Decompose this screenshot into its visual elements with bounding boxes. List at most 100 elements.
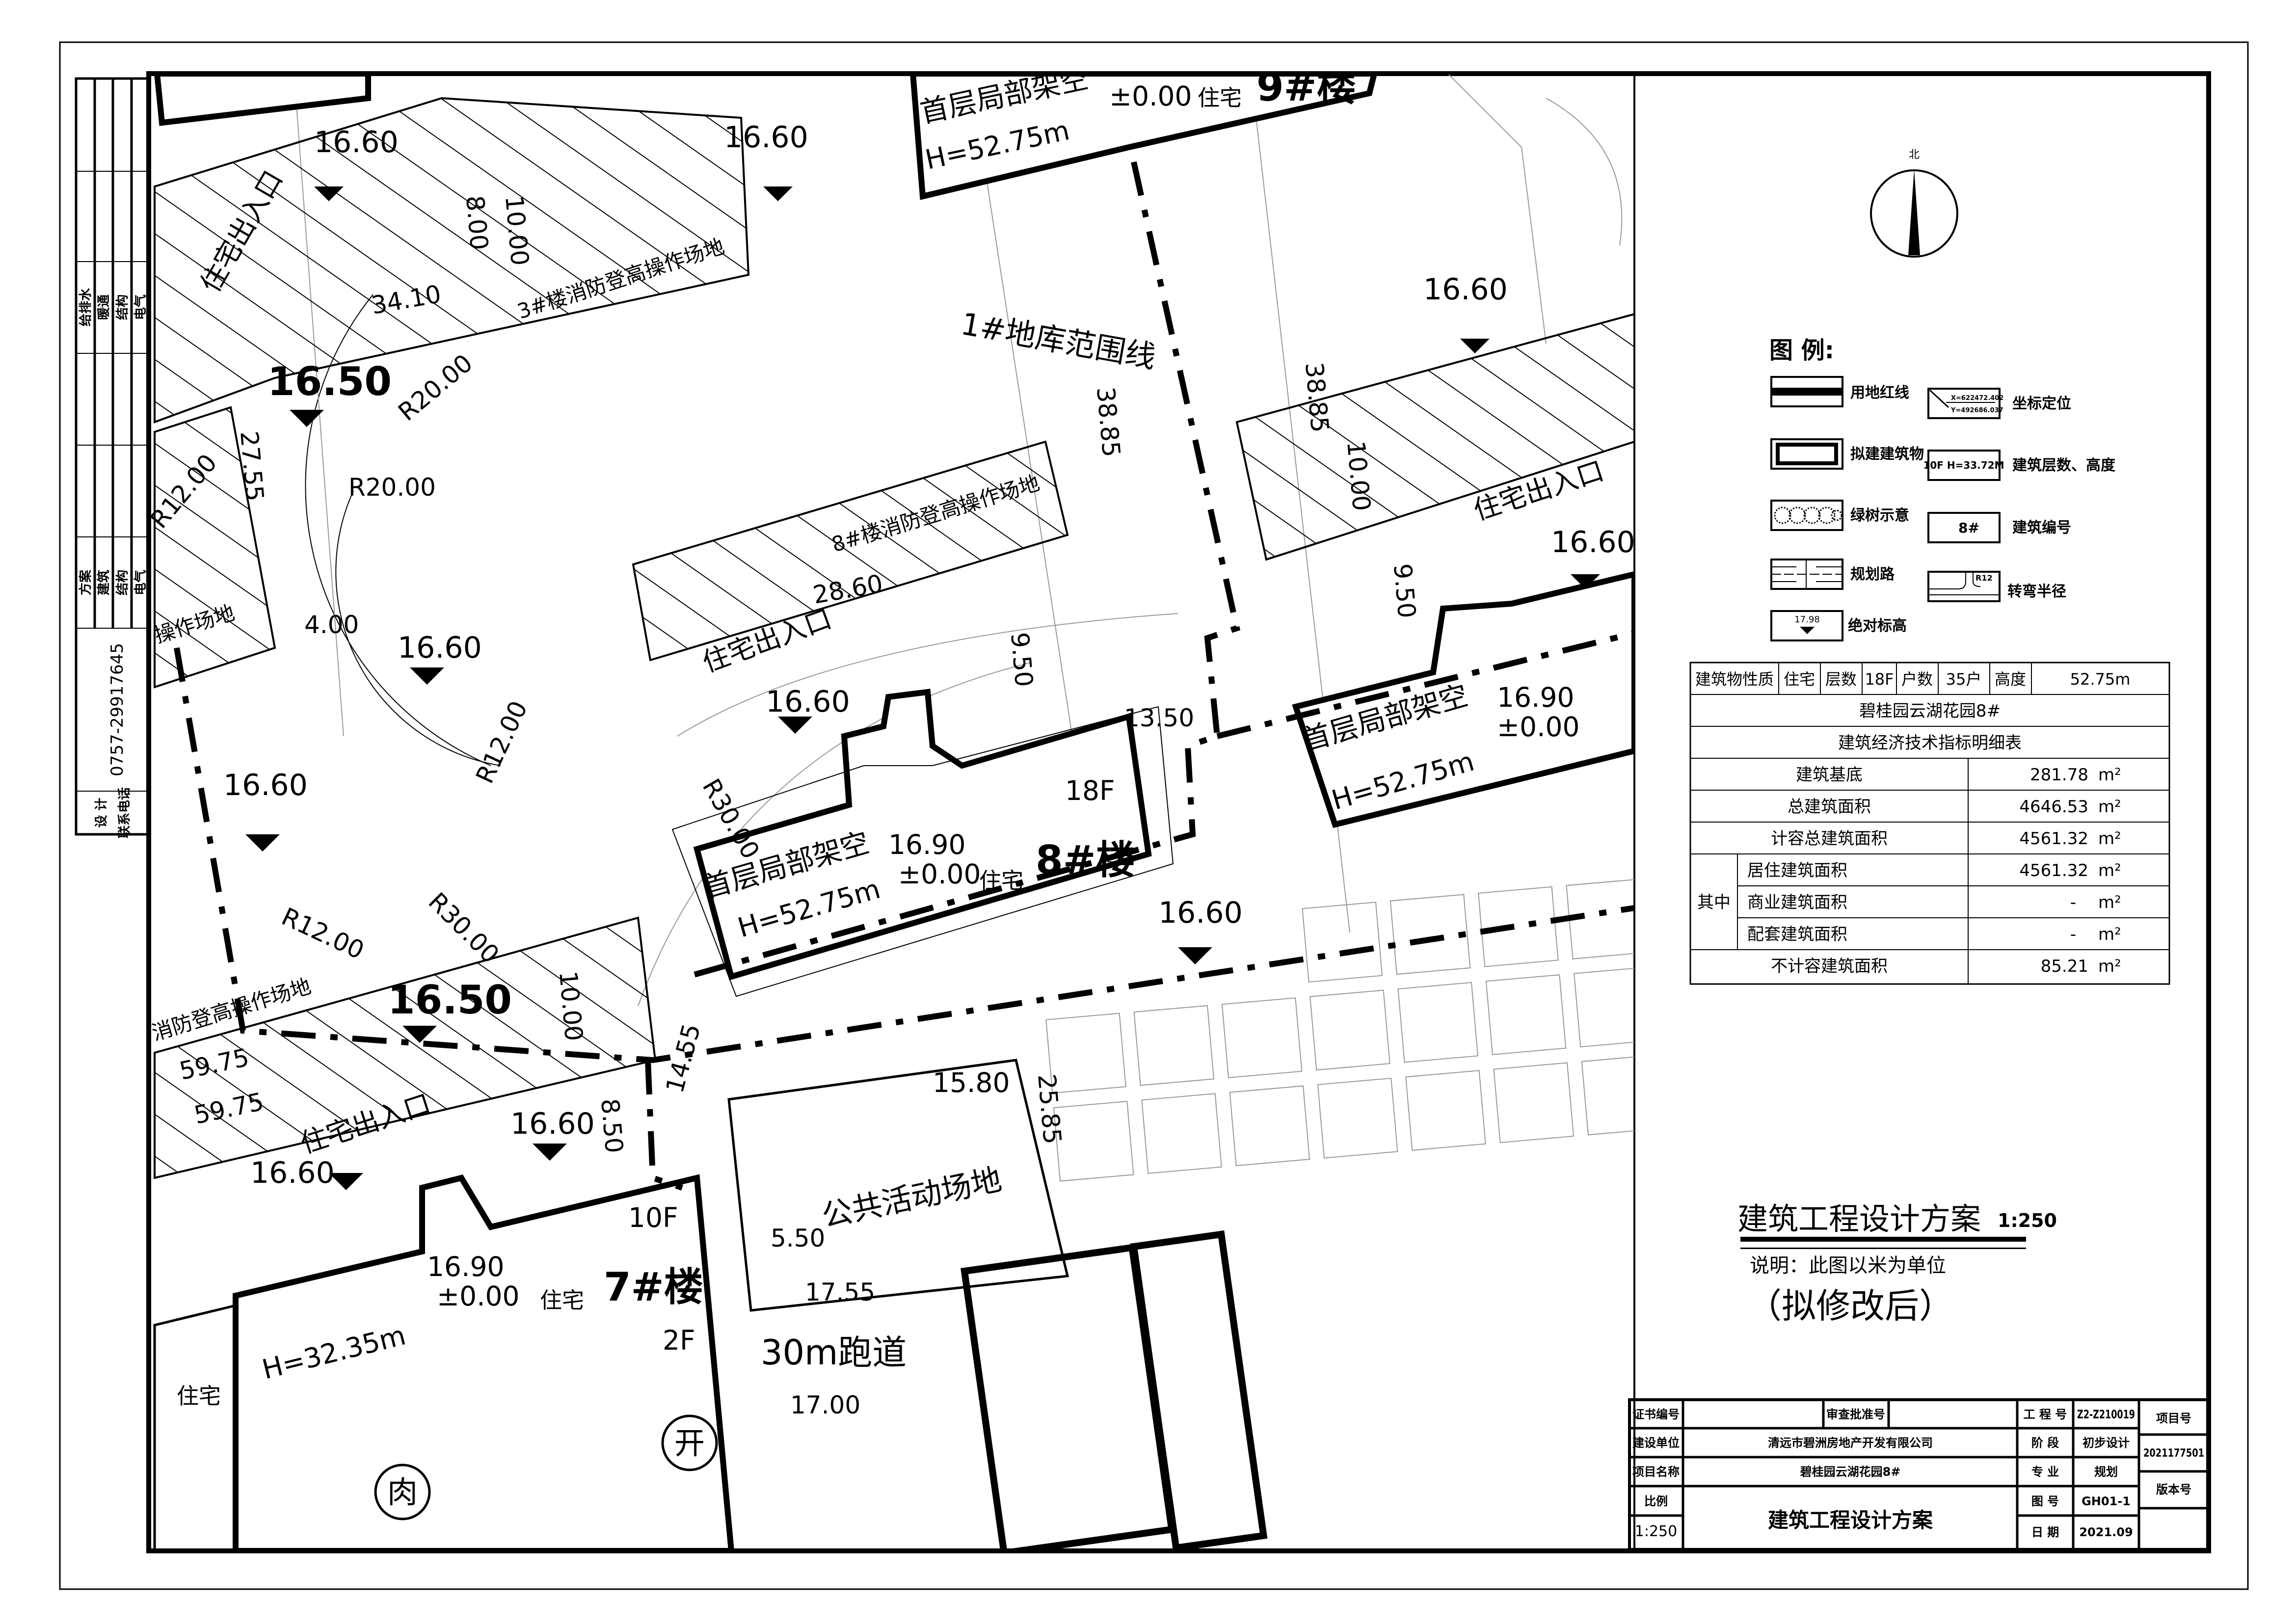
- public-activity-area: [727, 1059, 1069, 1312]
- turn-radius-swatch: [1927, 571, 2001, 602]
- basement-boundary-line: [686, 161, 1241, 980]
- drawing-scale: 1:250: [1998, 1210, 2057, 1231]
- dimension-label: 9.50: [1388, 562, 1421, 619]
- dimension-label: 38.85: [1300, 361, 1334, 434]
- elev-label: 16.60: [398, 631, 482, 665]
- legend-label: 绿树示意: [1850, 507, 1909, 524]
- row-value: 281.78: [2030, 765, 2088, 785]
- stage: 初步设计: [2082, 1436, 2130, 1450]
- unit-note: 说明：此图以米为单位: [1750, 1254, 1946, 1277]
- group-label: 其中: [1697, 893, 1731, 912]
- design-label: 设 计: [94, 798, 109, 827]
- elev-label: 16.60: [314, 125, 399, 160]
- public-area-label: 公共活动场地: [819, 1161, 1005, 1234]
- unit: m²: [2098, 925, 2121, 944]
- use-label: 住宅: [540, 1287, 584, 1313]
- gate-open-symbol: [661, 1414, 718, 1471]
- elev-label: 16.60: [510, 1107, 595, 1141]
- fire-area-left: [154, 406, 276, 689]
- row-label: 建筑基底: [1796, 765, 1863, 785]
- building-9-label: 9#楼: [1256, 64, 1356, 110]
- building-7-label: 7#楼: [604, 1264, 703, 1310]
- fire-area-8: [632, 440, 1069, 662]
- header-cell: 层数: [1825, 670, 1857, 689]
- row-label: 不计容建筑面积: [1771, 957, 1888, 976]
- row-label: 商业建筑面积: [1747, 893, 1847, 912]
- radius-label: R30.00: [423, 887, 505, 969]
- discipline-a-1: 暖通: [97, 294, 111, 320]
- dimension-label: 13.50: [1124, 704, 1194, 732]
- radius-label: R20.00: [393, 348, 478, 426]
- discipline-a-2: 结构: [115, 294, 130, 320]
- drawing-name: 建筑工程设计方案: [1768, 1508, 1933, 1532]
- dimension-label: 38.85: [1091, 386, 1125, 458]
- drawing-title-text: 建筑工程设计方案: [1737, 1201, 1981, 1237]
- elev-label-bold: 16.50: [388, 977, 512, 1023]
- use-label: 住宅: [1198, 85, 1242, 111]
- cert-label: 证书编号: [1632, 1408, 1680, 1421]
- elev-label: 16.60: [250, 1156, 335, 1190]
- zero-elev: ±0.00: [437, 1280, 520, 1312]
- legend-sample: 17.98: [1794, 614, 1820, 625]
- unit: m²: [2098, 861, 2121, 880]
- tree-icon: [1774, 506, 1842, 524]
- radius-label: R12.00: [470, 696, 533, 788]
- indicator-table: 建筑物性质 住宅 层数 18F 户数 35户 高度 52.75m 碧桂园云湖花园…: [1689, 662, 2170, 985]
- legend-sample: Y=492686.037: [1950, 407, 2003, 414]
- revision-status: （拟修改后）: [1747, 1286, 1953, 1326]
- floor-elev: 16.90: [888, 829, 965, 860]
- row-label: 配套建筑面积: [1747, 925, 1847, 944]
- dimension-label: 8.00: [460, 194, 493, 251]
- legend-title: 图 例:: [1769, 337, 1834, 364]
- floors-label: 10F: [628, 1202, 678, 1233]
- outer-border: [59, 41, 2249, 1590]
- row-value: 4646.53: [2019, 797, 2088, 817]
- dimension-label: 17.55: [805, 1278, 875, 1306]
- drawing-no: GH01-1: [2082, 1494, 2131, 1508]
- use-label: 住宅: [177, 1383, 221, 1409]
- dimension-label: 8.50: [595, 1097, 628, 1154]
- unit: m²: [2098, 893, 2121, 912]
- date-label: 日 期: [2031, 1525, 2059, 1539]
- dimension-label: 4.00: [304, 611, 359, 639]
- dimension-label: 17.00: [790, 1391, 860, 1419]
- dimension-label: 10.00: [1341, 440, 1376, 512]
- building-8: [693, 689, 1152, 981]
- discipline-a-3: 电气: [133, 294, 148, 320]
- elev-label-bold: 16.50: [267, 359, 392, 404]
- elev-label: 16.60: [1423, 272, 1508, 307]
- site-boundary-line: [174, 647, 1634, 1064]
- legend-label: 用地红线: [1850, 384, 1909, 401]
- legend-label: 绝对标高: [1848, 617, 1907, 635]
- absolute-elevation-swatch: [1770, 610, 1843, 641]
- elev-label: 16.60: [724, 120, 808, 155]
- header-cell: 户数: [1901, 670, 1933, 689]
- elev-label: 16.60: [223, 768, 308, 802]
- date: 2021.09: [2079, 1525, 2133, 1539]
- block-dark-2: [1130, 1230, 1268, 1549]
- review-label: 审查批准号: [1826, 1408, 1885, 1421]
- tree-swatch: [1770, 500, 1843, 531]
- floors-height-swatch: [1927, 450, 2001, 481]
- table-title: 建筑经济技术指标明细表: [1838, 733, 2022, 753]
- dimension-label: 10.00: [554, 970, 588, 1042]
- gate-open-label: 开: [674, 1425, 705, 1461]
- zero-elev: ±0.00: [1497, 711, 1580, 743]
- side-strip: 给排水 暖通 结构 电气 方案 建筑 结构 电气 0757-29917645 设…: [75, 77, 150, 838]
- elev-label: 16.60: [1551, 525, 1635, 559]
- stage-label: 阶 段: [2031, 1436, 2059, 1450]
- fire-area-right: [1235, 313, 1634, 561]
- discipline-label: 专 业: [2031, 1465, 2059, 1479]
- legend-sample: 8#: [1958, 520, 1979, 536]
- unit: m²: [2098, 957, 2121, 976]
- gate-meat-label: 肉: [387, 1474, 418, 1510]
- north-label: 北: [1909, 149, 1920, 161]
- building-number-swatch: [1927, 512, 2001, 543]
- building-7: [233, 1174, 734, 1549]
- legend-label: 坐标定位: [2012, 395, 2071, 412]
- header-cell: 建筑物性质: [1695, 670, 1774, 689]
- elev-label: 15.80: [933, 1067, 1010, 1098]
- header-cell: 高度: [1995, 670, 2026, 689]
- phone-number: 0757-29917645: [107, 643, 127, 776]
